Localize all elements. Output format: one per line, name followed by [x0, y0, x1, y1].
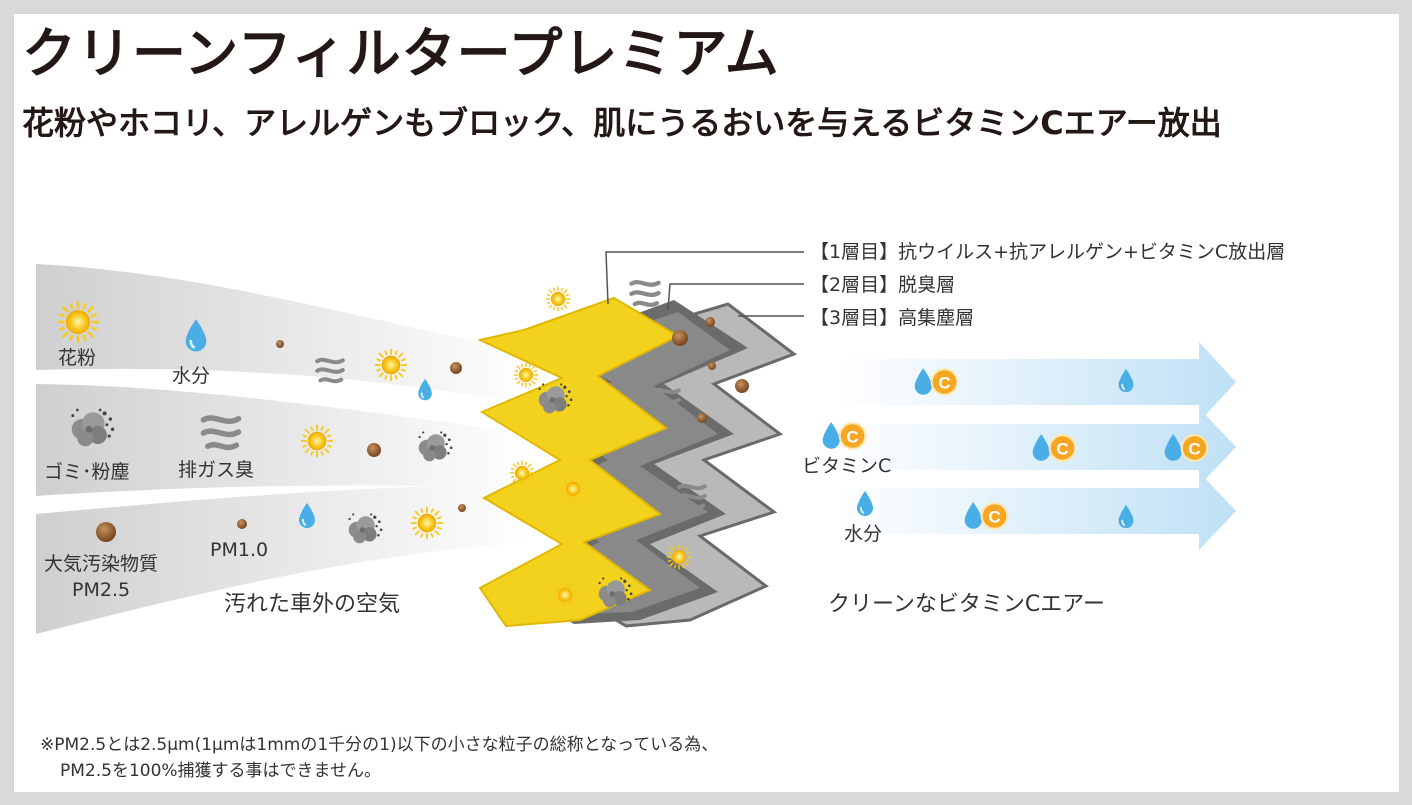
page-subtitle: 花粉やホコリ、アレルゲンもブロック、肌にうるおいを与えるビタミンCエアー放出	[22, 104, 1222, 142]
pm10-label: PM1.0	[210, 539, 269, 561]
pollen-label: 花粉	[58, 347, 97, 369]
outflow-water-label: 水分	[844, 523, 883, 545]
water-label: 水分	[172, 365, 211, 387]
filter-layer-2-texture	[524, 312, 730, 614]
pm25-label: PM2.5	[72, 579, 131, 601]
filter-diagram: C	[36, 251, 1236, 634]
layer-2-leader-line	[667, 283, 804, 311]
vitamin-c-label: ビタミンC	[802, 455, 892, 477]
footnote-line-1: ※PM2.5とは2.5μm(1μmは1mmの1千分の1)以下の小さな粒子の総称と…	[40, 735, 719, 755]
filter-layer-1-vitamin	[476, 296, 681, 628]
inflow-stream-middle	[36, 384, 534, 496]
outflow-arrow-bottom	[834, 472, 1236, 550]
dust-label: ゴミ･粉塵	[44, 461, 130, 483]
pollutant-particle-icon	[96, 522, 116, 542]
pollen-icon	[56, 300, 100, 344]
pm10-particle-icon	[237, 519, 247, 529]
vitamin-c-icon	[821, 421, 867, 450]
footnote-line-2: PM2.5を100%捕獲する事はできません。	[60, 761, 382, 781]
product-panel: C	[14, 14, 1399, 792]
outflow-caption: クリーンなビタミンCエアー	[828, 592, 1105, 617]
layer-1-leader-line	[605, 251, 804, 305]
page-title: クリーンフィルタープレミアム	[22, 22, 780, 85]
inflow-stream-top	[36, 264, 534, 406]
exhaust-label: 排ガス臭	[178, 459, 255, 481]
pollutant-label: 大気汚染物質	[44, 553, 159, 575]
layer-3-label: 【3層目】高集塵層	[810, 307, 975, 329]
layer-1-label: 【1層目】抗ウイルス+抗アレルゲン+ビタミンC放出層	[810, 241, 1286, 263]
inflow-stream-bottom	[36, 484, 534, 634]
layer-2-label: 【2層目】脱臭層	[810, 274, 956, 296]
outflow-arrow-top	[834, 342, 1236, 422]
inflow-caption: 汚れた車外の空気	[224, 592, 401, 617]
